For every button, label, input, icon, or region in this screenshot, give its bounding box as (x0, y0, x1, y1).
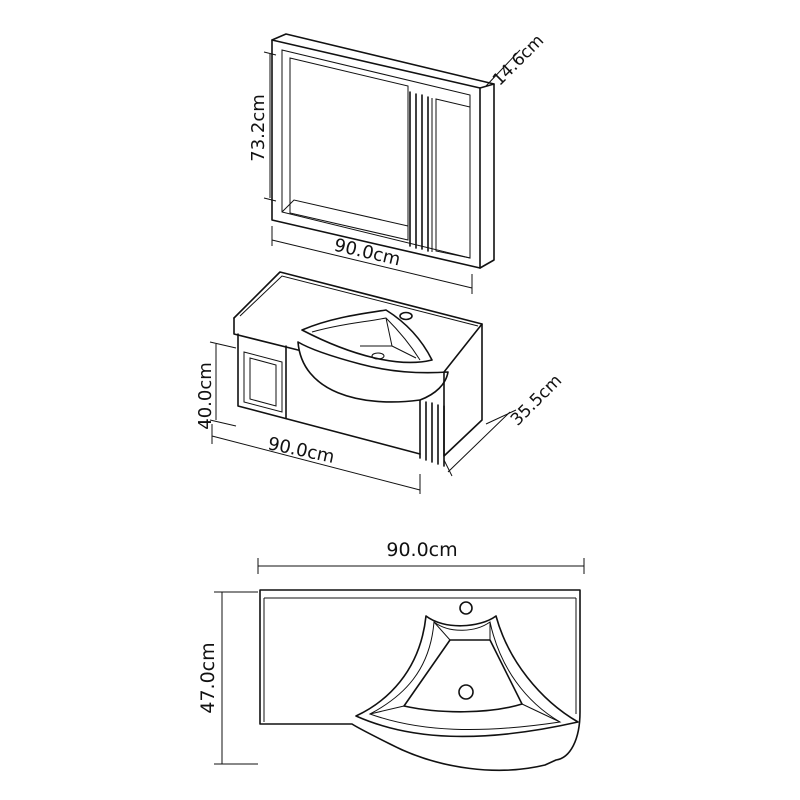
vanity-height-label: 40.0cm (195, 362, 216, 430)
mirror-height-dimension: 73.2cm (248, 51, 277, 202)
mirror-depth-label: 14.6cm (489, 31, 548, 90)
top-depth-label: 47.0cm (197, 642, 219, 713)
mirror-depth-dimension: 14.6cm (485, 31, 548, 90)
top-depth-dimension: 47.0cm (197, 591, 258, 765)
vanity-height-dimension: 40.0cm (195, 341, 237, 430)
mirror-height-label: 73.2cm (248, 94, 269, 162)
mirror-cabinet (271, 33, 495, 269)
top-view (259, 589, 581, 772)
vanity-width-dimension: 90.0cm (211, 424, 421, 494)
vanity-width-label: 90.0cm (266, 433, 336, 468)
mirror-width-label: 90.0cm (332, 235, 403, 271)
top-width-label: 90.0cm (386, 539, 457, 561)
vanity-cabinet (233, 271, 483, 467)
vanity-depth-dimension: 35.5cm (443, 371, 566, 477)
vanity-depth-label: 35.5cm (507, 371, 566, 430)
top-width-dimension: 90.0cm (257, 539, 585, 574)
